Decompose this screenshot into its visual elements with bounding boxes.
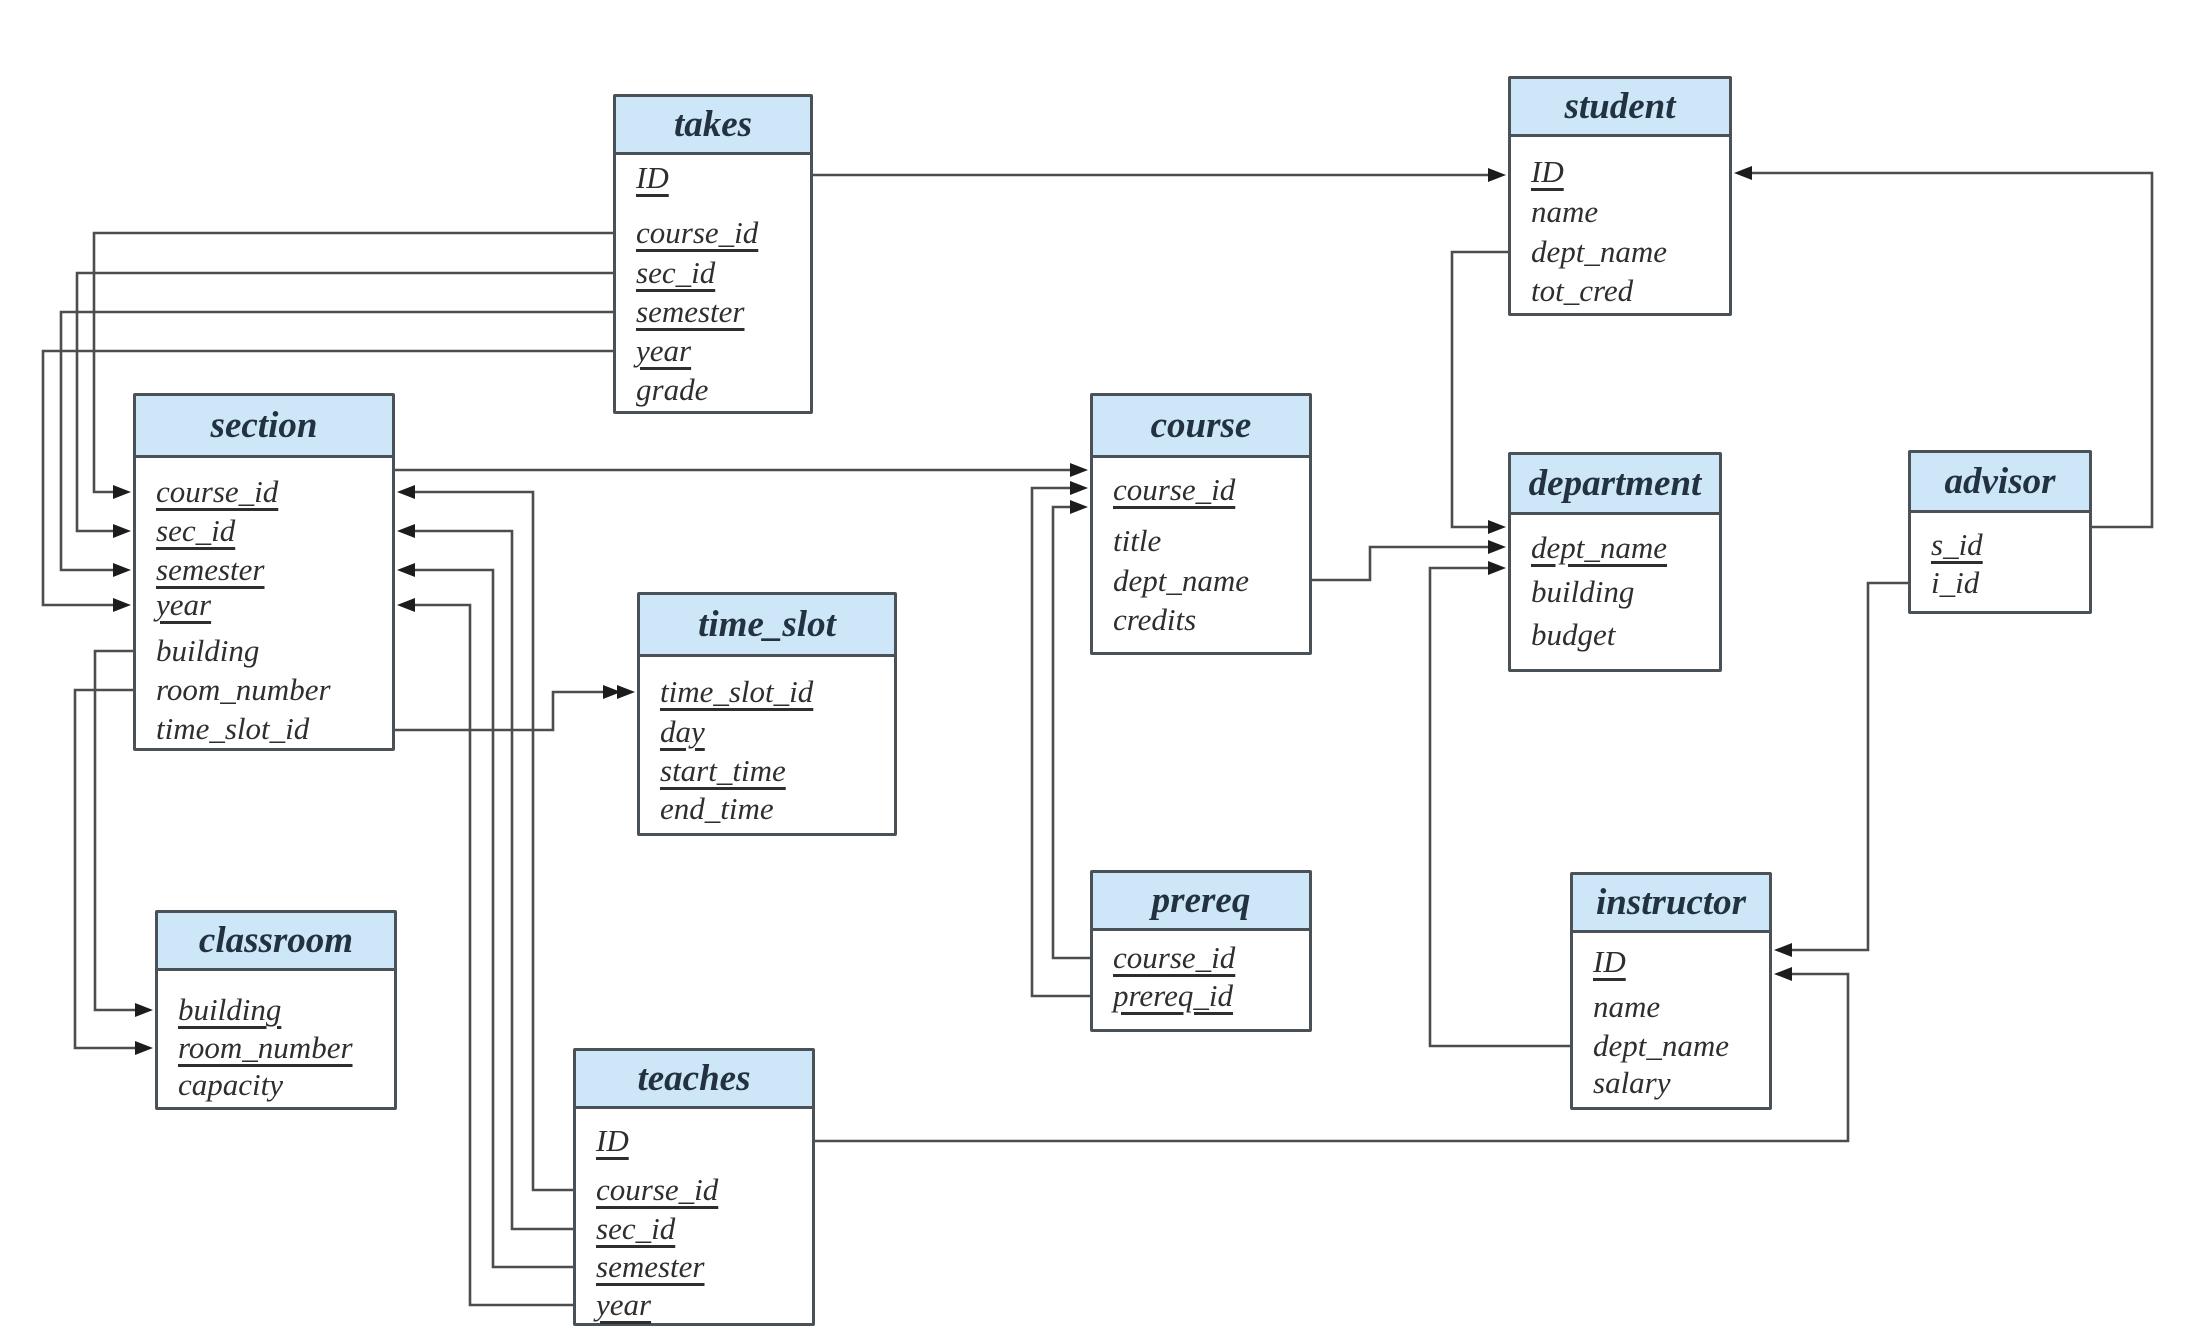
attr-teaches-sec_id: sec_id <box>596 1211 676 1246</box>
attr-takes-course_id: course_id <box>636 215 759 250</box>
attr-section-course_id: course_id <box>156 474 279 509</box>
attr-takes-grade: grade <box>636 372 709 407</box>
connector-fk-teaches-year-section <box>397 598 573 1307</box>
attr-teaches-course_id: course_id <box>596 1172 719 1207</box>
attr-prereq-prereq_id: prereq_id <box>1113 978 1233 1013</box>
table-time_slot-title: time_slot <box>640 595 894 657</box>
attr-course-course_id: course_id <box>1113 472 1236 507</box>
attr-prereq-course_id: course_id <box>1113 940 1236 975</box>
table-department-title: department <box>1511 455 1719 515</box>
attr-department-dept_name: dept_name <box>1531 530 1668 565</box>
attr-takes-semester: semester <box>636 294 745 329</box>
attr-classroom-capacity: capacity <box>178 1067 284 1102</box>
attr-teaches-ID: ID <box>596 1123 629 1158</box>
attr-student-name: name <box>1531 194 1599 229</box>
attr-student-tot_cred: tot_cred <box>1531 273 1634 308</box>
attr-classroom-building: building <box>178 992 282 1027</box>
connector-fk-section-course-id-course <box>395 463 1088 477</box>
connector-fk-student-dept-name-department <box>1450 250 1508 534</box>
attr-section-time_slot_id: time_slot_id <box>156 711 310 746</box>
attr-instructor-ID: ID <box>1593 944 1626 979</box>
table-course-title: course <box>1093 396 1309 458</box>
table-prereq-title: prereq <box>1093 873 1309 931</box>
table-department: department dept_name building budget <box>1508 452 1722 672</box>
attr-section-room_number: room_number <box>156 672 331 707</box>
table-classroom-title: classroom <box>158 913 394 971</box>
attr-department-building: building <box>1531 574 1635 609</box>
attr-section-sec_id: sec_id <box>156 513 236 548</box>
attr-time_slot-day: day <box>660 714 705 749</box>
attr-course-title: title <box>1113 523 1162 558</box>
connector-fk-takes-id-student-id <box>813 168 1506 182</box>
attr-instructor-dept_name: dept_name <box>1593 1028 1730 1063</box>
connector-fk-teaches-sec-id-section <box>397 524 573 1231</box>
table-instructor-title: instructor <box>1573 875 1769 933</box>
table-takes-title: takes <box>616 97 810 155</box>
table-student-title: student <box>1511 79 1729 137</box>
attr-advisor-i_id: i_id <box>1931 565 1980 600</box>
attr-course-dept_name: dept_name <box>1113 563 1250 598</box>
attr-instructor-name: name <box>1593 989 1661 1024</box>
attr-advisor-s_id: s_id <box>1931 527 1983 562</box>
attr-student-ID: ID <box>1531 154 1564 189</box>
connector-fk-course-dept-name-department <box>1312 540 1506 582</box>
connector-fk-advisor-i-id-instructor <box>1774 581 1908 957</box>
connector-fk-teaches-semester-section <box>397 563 573 1269</box>
connector-fk-prereq-prereq-id-course <box>1030 481 1090 998</box>
attr-takes-sec_id: sec_id <box>636 255 716 290</box>
table-section-title: section <box>136 396 392 458</box>
attr-course-credits: credits <box>1113 602 1197 637</box>
table-advisor-title: advisor <box>1911 453 2089 513</box>
attr-department-budget: budget <box>1531 617 1616 652</box>
attr-student-dept_name: dept_name <box>1531 234 1668 269</box>
attr-instructor-salary: salary <box>1593 1065 1671 1100</box>
attr-takes-ID: ID <box>636 160 669 195</box>
table-teaches-title: teaches <box>576 1051 812 1109</box>
attr-takes-year: year <box>636 333 692 368</box>
connector-fk-teaches-course-id-section <box>397 485 573 1192</box>
attr-time_slot-end_time: end_time <box>660 791 774 826</box>
attr-teaches-year: year <box>596 1287 652 1322</box>
attr-time_slot-time_slot_id: time_slot_id <box>660 674 814 709</box>
connector-fk-prereq-course-id-course <box>1051 500 1090 960</box>
attr-teaches-semester: semester <box>596 1249 705 1284</box>
attr-section-building: building <box>156 633 260 668</box>
attr-section-year: year <box>156 587 212 622</box>
attr-time_slot-start_time: start_time <box>660 753 786 788</box>
connector-fk-section-time-slot-id-time-slot <box>395 685 635 732</box>
attr-classroom-room_number: room_number <box>178 1030 353 1065</box>
